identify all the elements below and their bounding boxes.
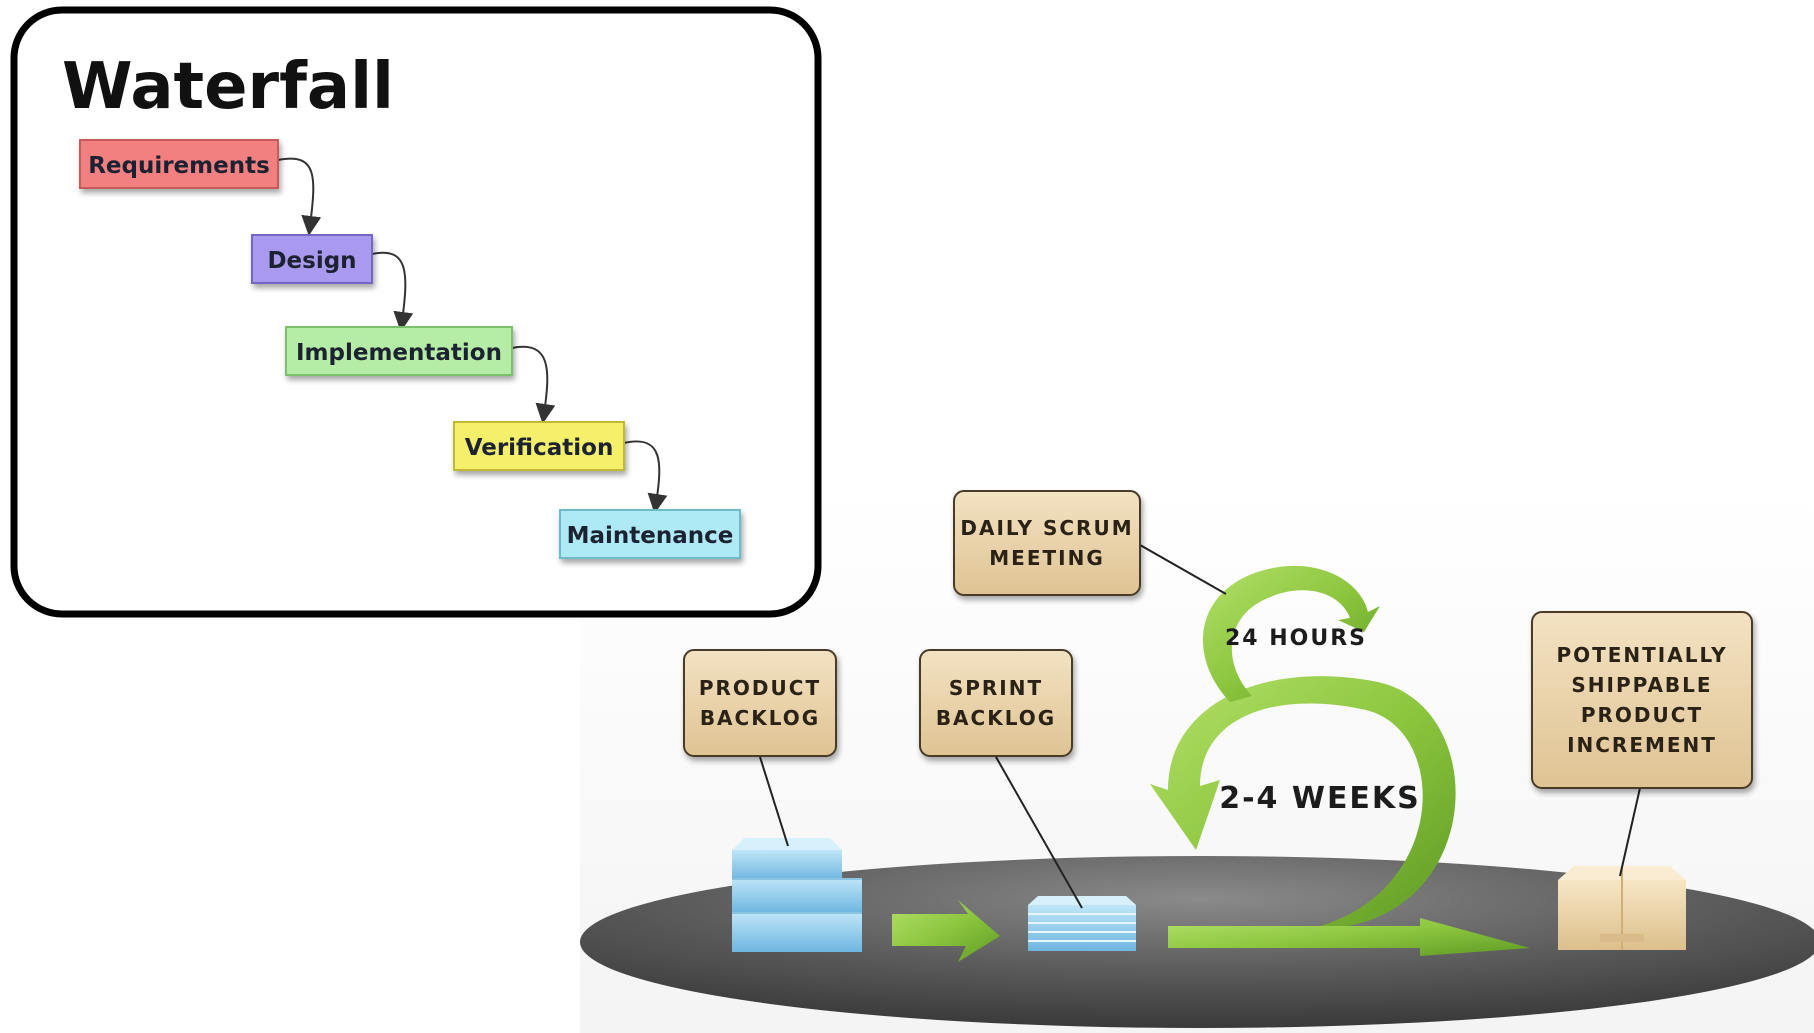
backlog-arrow <box>892 900 1000 962</box>
stage-requirements: Requirements <box>79 139 279 189</box>
waterfall-panel: Waterfall Requirements Design Implementa… <box>10 6 822 618</box>
stage-maintenance-label: Maintenance <box>567 523 734 549</box>
sprint-backlog-stack <box>1028 896 1136 951</box>
stage-design: Design <box>251 234 373 284</box>
waterfall-connectors <box>277 157 668 514</box>
line-product-backlog <box>759 756 789 847</box>
stage-requirements-box <box>79 139 279 189</box>
line-sprint-backlog <box>995 756 1083 909</box>
callout-product-backlog: Product Backlog <box>683 649 837 757</box>
line-daily-meeting <box>1139 544 1227 595</box>
daily-cycle-arrow <box>1202 565 1380 702</box>
connector-design-implementation <box>371 251 414 332</box>
callout-sprint-backlog: Sprint Backlog <box>919 649 1073 757</box>
stage-requirements-label: Requirements <box>88 153 270 179</box>
label-24-hours: 24 Hours <box>1225 626 1367 651</box>
sprint-cycle-arrow <box>1150 565 1530 956</box>
callout-product-backlog-line1: Product <box>699 676 821 700</box>
stage-maintenance: Maintenance <box>559 509 741 559</box>
stage-implementation: Implementation <box>285 326 513 376</box>
stage-verification-box <box>453 421 625 471</box>
stage-verification: Verification <box>453 421 625 471</box>
callout-sprint-backlog-line2: Backlog <box>936 706 1056 730</box>
callout-daily-scrum: Daily Scrum Meeting <box>953 490 1141 596</box>
callout-daily-scrum-line1: Daily Scrum <box>960 516 1133 540</box>
stage-implementation-label: Implementation <box>296 340 502 366</box>
stage-design-box <box>251 234 373 284</box>
line-increment <box>1619 787 1641 877</box>
callout-increment-line1: Potentially <box>1556 643 1727 667</box>
callout-increment-line3: Product <box>1581 703 1703 727</box>
label-2-4-weeks: 2-4 Weeks <box>1219 781 1421 816</box>
callout-daily-scrum-box <box>953 490 1141 596</box>
callout-product-backlog-line2: Backlog <box>700 706 820 730</box>
callout-lines <box>759 544 1641 909</box>
connector-verification-maintenance <box>623 440 668 514</box>
connector-requirements-design <box>277 157 322 236</box>
callout-increment-line2: Shippable <box>1571 673 1712 697</box>
callout-daily-scrum-line2: Meeting <box>989 546 1104 570</box>
stage-maintenance-box <box>559 509 741 559</box>
connector-implementation-verification <box>511 345 556 424</box>
callout-increment-line4: Increment <box>1567 733 1717 757</box>
callout-sprint-backlog-line1: Sprint <box>949 676 1043 700</box>
stage-implementation-box <box>285 326 513 376</box>
stage-design-label: Design <box>267 248 356 274</box>
callout-increment: Potentially Shippable Product Increment <box>1531 611 1753 789</box>
callout-sprint-backlog-box <box>919 649 1073 757</box>
scrum-diagram: Daily Scrum Meeting Product Backlog Spri… <box>580 490 1814 1028</box>
increment-box <box>1558 866 1686 950</box>
callout-increment-box <box>1531 611 1753 789</box>
callout-product-backlog-box <box>683 649 837 757</box>
product-backlog-stack <box>732 838 862 952</box>
stage-verification-label: Verification <box>465 435 614 461</box>
waterfall-title: Waterfall <box>62 50 394 124</box>
